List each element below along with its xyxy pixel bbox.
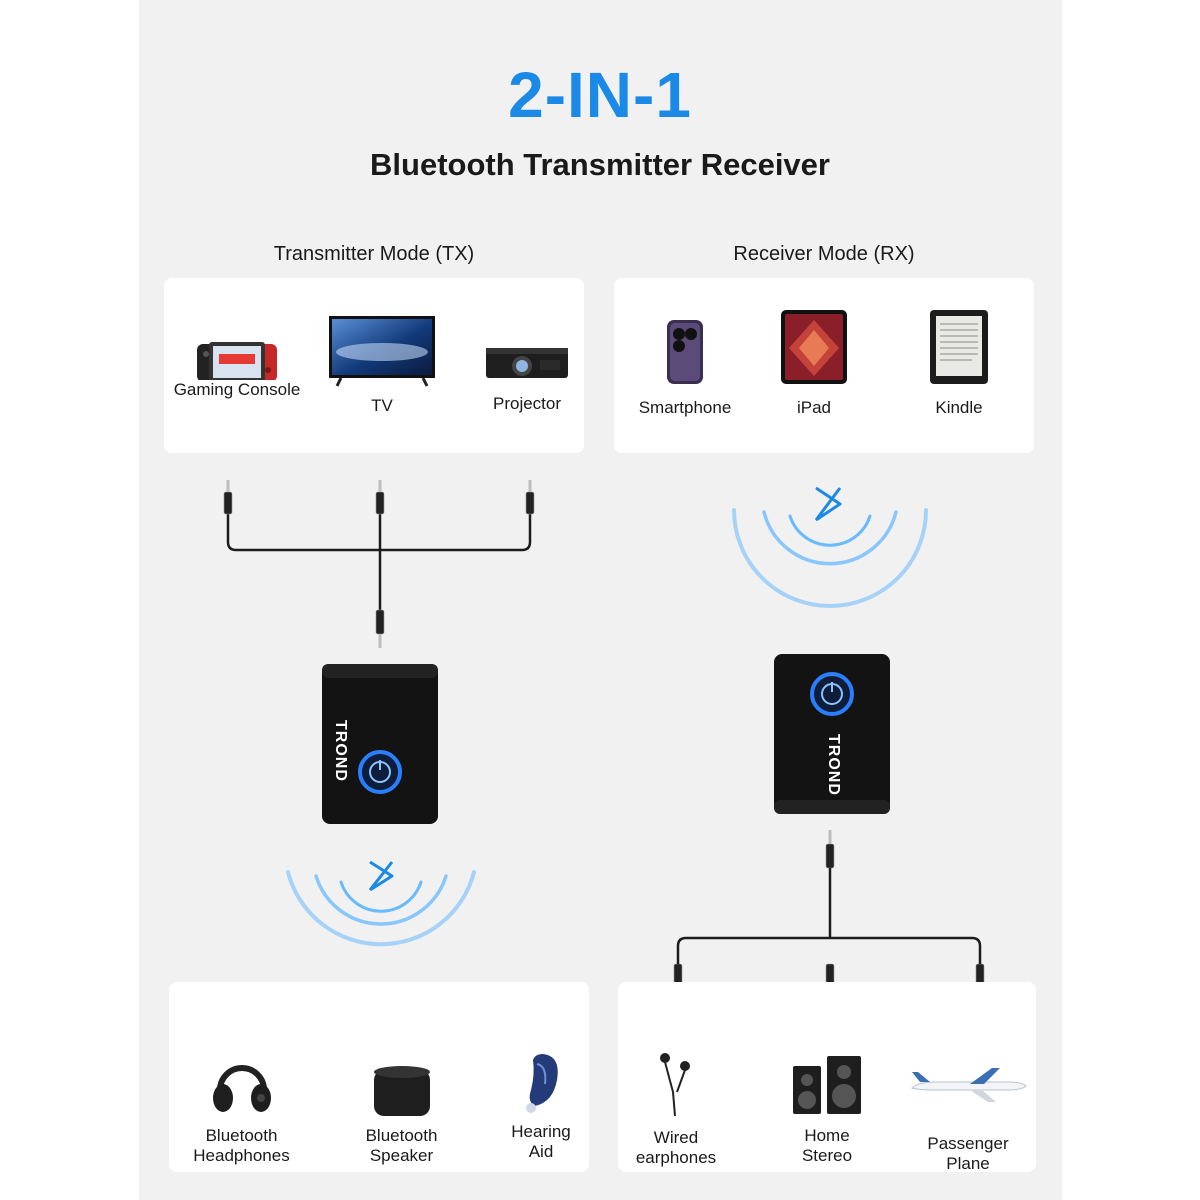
tablet-icon: [781, 310, 847, 384]
output-label: Bluetooth Speaker: [365, 1126, 438, 1165]
output-bluetooth-headphones: Bluetooth Headphones: [169, 1054, 314, 1166]
speaker-icon: [373, 1066, 430, 1116]
tx-outputs-card: Bluetooth Headphones Bluetooth Speaker H…: [169, 982, 589, 1172]
rx-sources-card: Smartphone iPad Kindle: [614, 278, 1034, 453]
output-label: Wired earphones: [635, 1128, 717, 1167]
output-home-stereo: Home Stereo: [768, 1054, 886, 1166]
output-label: Bluetooth Headphones: [193, 1126, 290, 1165]
bluetooth-icon: [814, 486, 842, 522]
earphones-icon: [660, 1053, 690, 1117]
output-label: Hearing Aid: [511, 1122, 571, 1161]
tx-splitter-cable: [223, 480, 535, 648]
output-passenger-plane: Passenger Plane: [908, 1066, 1028, 1174]
stereo-speakers-icon: [793, 1056, 861, 1114]
source-kindle: Kindle: [902, 308, 1016, 418]
projector-icon: [486, 348, 568, 378]
tx-bluetooth-signal: [286, 860, 476, 947]
output-bluetooth-speaker: Bluetooth Speaker: [339, 1062, 464, 1166]
page-subtitle: Bluetooth Transmitter Receiver: [370, 147, 830, 182]
rx-splitter-cable: [673, 830, 985, 1000]
source-gaming-console: Gaming Console: [164, 318, 310, 400]
output-label: Home Stereo: [801, 1126, 853, 1165]
headphones-icon: [212, 1065, 271, 1112]
tv-icon: [329, 316, 435, 387]
output-label: Passenger Plane: [927, 1134, 1009, 1173]
ereader-icon: [930, 310, 988, 384]
rx-mode-title: Receiver Mode (RX): [733, 243, 915, 265]
hearing-aid-icon: [526, 1054, 558, 1113]
rx-outputs-card: Wired earphones Home Stereo Passenger Pl…: [618, 982, 1036, 1174]
tx-adapter-device: [322, 664, 438, 824]
bluetooth-icon: [368, 860, 394, 892]
source-ipad: iPad: [764, 308, 864, 418]
source-label: TV: [371, 396, 393, 415]
source-label: Projector: [492, 394, 562, 413]
tx-sources-card: Gaming Console TV Project: [164, 278, 584, 453]
output-wired-earphones: Wired earphones: [618, 1052, 734, 1168]
source-label: Gaming Console: [173, 380, 301, 399]
game-console-icon: [197, 342, 277, 380]
source-label: Smartphone: [638, 398, 732, 417]
source-label: Kindle: [935, 398, 983, 417]
airplane-icon: [911, 1068, 1027, 1102]
source-projector: Projector: [464, 340, 590, 414]
rx-adapter-device: [774, 654, 890, 814]
source-label: iPad: [796, 398, 832, 417]
brand-logo: TROND: [825, 734, 842, 796]
smartphone-icon: [667, 320, 703, 384]
source-tv: TV: [322, 314, 442, 416]
brand-logo: TROND: [332, 720, 349, 782]
source-smartphone: Smartphone: [622, 318, 748, 418]
page-title: 2-IN-1: [508, 59, 692, 131]
rx-bluetooth-signal: [732, 486, 928, 608]
output-hearing-aid: Hearing Aid: [491, 1050, 591, 1162]
tx-mode-title: Transmitter Mode (TX): [273, 243, 475, 265]
